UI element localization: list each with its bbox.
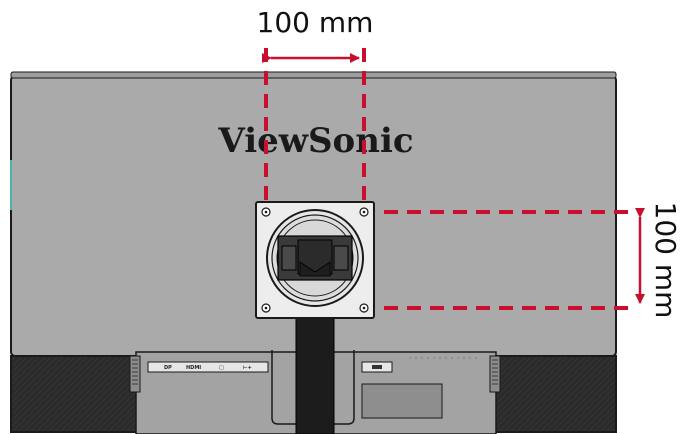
- port-label-usb: □: [219, 365, 224, 371]
- vent-left: [129, 355, 141, 393]
- speaker-dots: [409, 357, 477, 359]
- port-strip: [147, 361, 269, 373]
- label-panel: [361, 383, 443, 419]
- vent-right-slots: [492, 359, 498, 385]
- hinge-bracket-left-tab: [281, 245, 297, 271]
- port-label-dp: DP: [164, 365, 172, 371]
- hinge-bracket-right-tab: [333, 245, 349, 271]
- hinge-bracket-notch: [299, 261, 331, 277]
- vesa-screw-centers: [264, 210, 366, 310]
- viewsonic-logo: ViewSonic: [217, 121, 413, 161]
- vent-right: [489, 355, 501, 393]
- monitor-top-ridge: [10, 71, 617, 79]
- power-port-slot: [372, 365, 382, 369]
- vent-left-slots: [132, 359, 138, 385]
- port-label-audio: ⊢+: [243, 365, 252, 371]
- port-label-hdmi: HDMI: [186, 365, 201, 371]
- vertical-dimension-label: 100 mm: [649, 202, 682, 319]
- horizontal-dimension-label: 100 mm: [257, 6, 374, 39]
